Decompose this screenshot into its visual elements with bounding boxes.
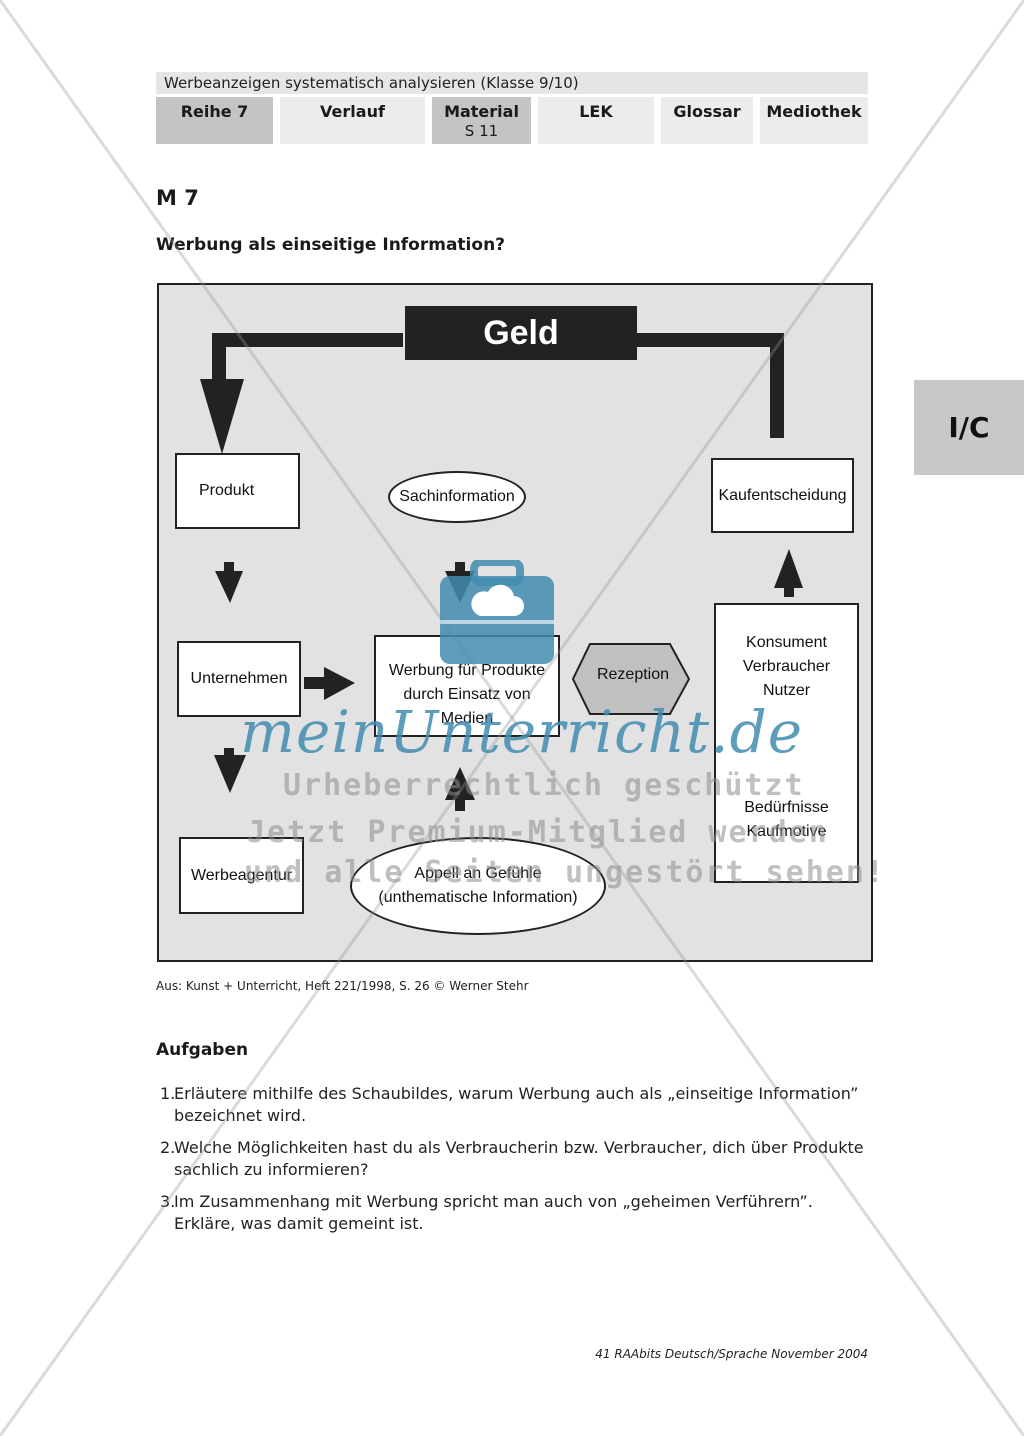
kaufentscheidung-box: Kaufentscheidung (711, 458, 854, 533)
arrow-right-unternehmen-werbung (324, 667, 355, 700)
task-2: 2. Welche Möglichkeiten hast du als Verb… (160, 1137, 870, 1181)
material-code: M 7 (156, 186, 199, 210)
rezeption-label: Rezeption (596, 666, 670, 683)
diagram: Geld Produkt Sachinformation Kaufentsche… (157, 283, 873, 962)
arrow-down-unternehmen-werbeagentur (214, 755, 246, 793)
arrow-down-produkt-unternehmen (215, 571, 243, 603)
header-title: Werbeanzeigen systematisch analysieren (… (156, 72, 868, 94)
tab-verlauf-label: Verlauf (320, 102, 385, 121)
werbung-label: Werbung für Produkte durch Einsatz von M… (388, 662, 546, 727)
watermark-line-2: Jetzt Premium-Mitglied werden (247, 815, 829, 850)
task-1-number: 1. (160, 1084, 176, 1103)
task-3-text: Im Zusammenhang mit Werbung spricht man … (174, 1192, 813, 1233)
konsument-box: Konsument Verbraucher Nutzer (714, 603, 859, 883)
arrow-up-konsument-kaufentscheidung (774, 549, 803, 588)
appell-label: Appell an Gefühle (unthematische Informa… (378, 865, 578, 906)
task-3-number: 3. (160, 1192, 176, 1211)
watermark-brand: meinUnterricht.de (240, 698, 804, 766)
produkt-label: Produkt (199, 482, 255, 499)
tab-material[interactable]: Material S 11 (432, 97, 531, 144)
werbeagentur-box: Werbeagentur (179, 837, 304, 914)
briefcase-cloud-icon (440, 560, 554, 664)
tab-lek[interactable]: LEK (538, 97, 654, 144)
konsument-label: Konsument Verbraucher Nutzer (742, 634, 831, 699)
arrow-up-appell-werbung (445, 767, 475, 800)
unternehmen-label: Unternehmen (190, 670, 288, 687)
geld-line-right (635, 333, 784, 438)
section-title: Werbung als einseitige Information? (156, 235, 506, 255)
tab-lek-label: LEK (579, 102, 613, 121)
tasks-heading: Aufgaben (156, 1040, 249, 1060)
unternehmen-box: Unternehmen (177, 641, 301, 717)
tab-glossar[interactable]: Glossar (661, 97, 753, 144)
geld-line-left (212, 333, 403, 383)
tab-mediothek[interactable]: Mediothek (760, 97, 868, 144)
geld-box: Geld (405, 306, 637, 360)
beduerfnisse-label: Bedürfnisse Kaufmotive (744, 799, 829, 840)
task-2-text: Welche Möglichkeiten hast du als Verbrau… (174, 1138, 864, 1179)
produkt-box: Produkt (175, 453, 300, 529)
source-caption: Aus: Kunst + Unterricht, Heft 221/1998, … (156, 979, 529, 993)
tab-material-label: Material (444, 102, 519, 121)
tab-mediothek-label: Mediothek (766, 102, 862, 121)
watermark-line-1: Urheberrechtlich geschützt (283, 768, 805, 803)
tab-glossar-label: Glossar (673, 102, 741, 121)
task-1-text: Erläutere mithilfe des Schaubildes, waru… (174, 1084, 859, 1125)
sachinformation-ellipse: Sachinformation (388, 471, 526, 523)
tab-material-page: S 11 (464, 122, 499, 140)
sachinformation-label: Sachinformation (399, 488, 515, 505)
footer-citation: 41 RAAbits Deutsch/Sprache November 2004 (595, 1347, 868, 1361)
arrow-down-to-produkt (200, 379, 244, 454)
kaufentscheidung-label: Kaufentscheidung (718, 486, 847, 504)
task-3: 3. Im Zusammenhang mit Werbung spricht m… (160, 1191, 870, 1235)
side-tab-section: I/C (914, 380, 1024, 475)
tab-reihe[interactable]: Reihe 7 (156, 97, 273, 144)
appell-ellipse: Appell an Gefühle (unthematische Informa… (350, 837, 606, 935)
werbeagentur-label: Werbeagentur (190, 866, 293, 884)
task-2-number: 2. (160, 1138, 176, 1157)
task-1: 1. Erläutere mithilfe des Schaubildes, w… (160, 1083, 870, 1127)
tab-verlauf[interactable]: Verlauf (280, 97, 425, 144)
watermark-line-3: und alle Seiten ungestört sehen! (244, 855, 886, 890)
tab-reihe-label: Reihe 7 (180, 102, 249, 121)
rezeption-shape (571, 643, 691, 715)
